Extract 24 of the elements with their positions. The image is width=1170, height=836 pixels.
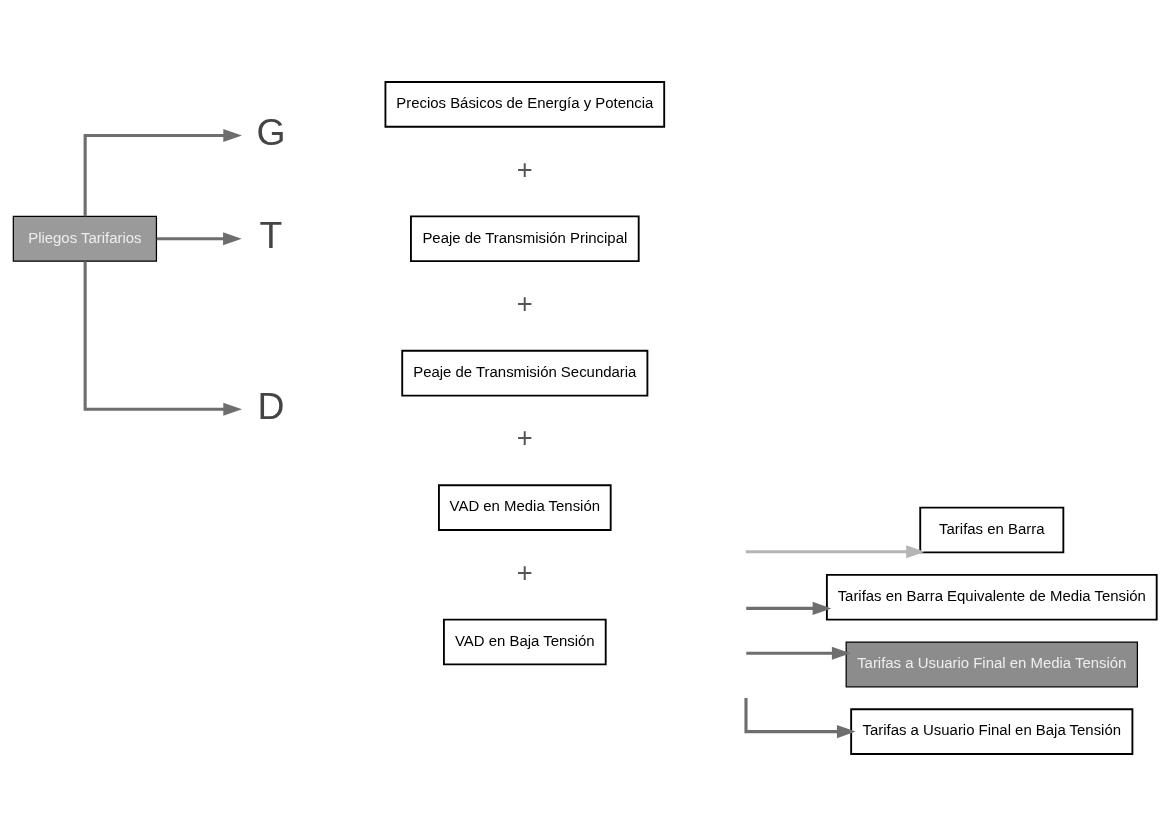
node-box: Peaje de Transmisión Principal: [410, 215, 640, 263]
node-box: Pliegos Tarifarios: [12, 215, 158, 262]
arrow: [745, 545, 925, 559]
node-box: Peaje de Transmisión Secundaria: [401, 349, 649, 397]
arrow: [83, 128, 242, 217]
node-box: Tarifas en Barra: [919, 506, 1065, 554]
node-box: VAD en Baja Tensión: [443, 618, 607, 666]
node-text: T: [259, 214, 283, 257]
node-text: G: [256, 110, 286, 153]
node-box: Tarifas en Barra Equivalente de Media Tensión: [825, 573, 1158, 621]
label: +: [516, 556, 533, 588]
arrow: [744, 698, 856, 739]
node-box: Precios Básicos de Energía y Potencia: [384, 81, 666, 128]
node-text: D: [257, 384, 285, 427]
arrow: [746, 646, 851, 660]
node-box: Tarifas a Usuario Final en Baja Tensión: [850, 708, 1134, 755]
arrow: [83, 261, 242, 416]
label: +: [516, 153, 533, 185]
label: +: [516, 287, 533, 319]
arrow: [746, 601, 832, 615]
arrow: [156, 232, 242, 246]
label: +: [516, 422, 533, 454]
node-box: Tarifas a Usuario Final en Media Tensión: [845, 641, 1138, 688]
node-box: VAD en Media Tensión: [438, 484, 612, 531]
